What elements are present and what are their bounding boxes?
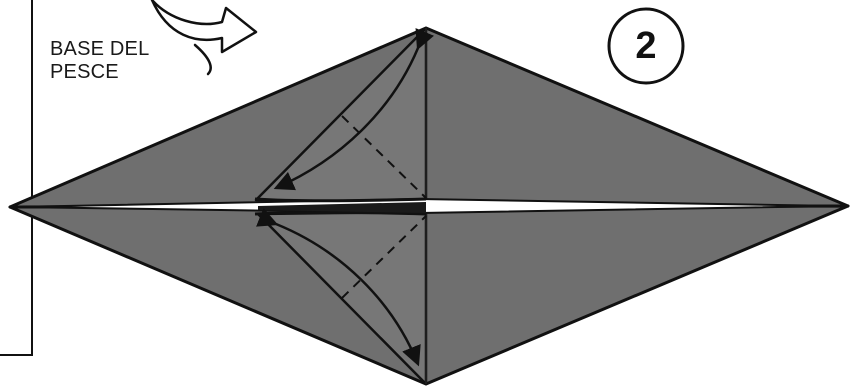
title-line-2: PESCE xyxy=(50,61,149,84)
diagram-title: BASE DEL PESCE xyxy=(50,38,149,84)
curved-arrow-icon xyxy=(152,0,256,74)
step-number: 2 xyxy=(608,14,684,78)
fish-base-bottom-half xyxy=(10,206,848,384)
title-line-1: BASE DEL xyxy=(50,38,149,61)
frame-line xyxy=(0,0,32,355)
